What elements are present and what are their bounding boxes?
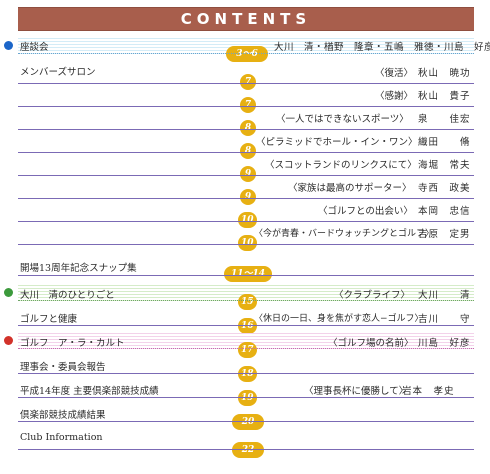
entry-title: 座談会: [20, 42, 49, 53]
entry-author: 寺西 政美: [418, 183, 471, 194]
list-item[interactable]: 倶楽部競技成績結果 20 21: [18, 404, 474, 443]
entry-title: 平成14年度 主要倶楽部競技成績: [20, 386, 159, 397]
list-item[interactable]: ゴルフと健康 16 〈休日の一日、身を焦がす恋人−ゴルフ〉 吉川 守: [18, 308, 474, 334]
divider: [18, 348, 474, 349]
page-number-badge: 7: [240, 97, 256, 113]
bullet-dot: [4, 288, 13, 297]
divider: [18, 198, 474, 199]
divider: [18, 373, 474, 374]
section-title: メンバーズサロン: [20, 67, 96, 78]
entry-title: ゴルフと健康: [20, 314, 78, 325]
entry-author: 海堀 常夫: [418, 160, 471, 171]
entry-title: 開場13周年記念スナップ集: [20, 263, 137, 274]
page-number-badge: 22 23: [232, 442, 264, 471]
bullet-dot: [4, 336, 13, 345]
list-item[interactable]: ゴルフ ア・ラ・カルト 17 〈ゴルフ場の名前〉 川島 好彦: [4, 333, 474, 358]
entry-topic: 〈休日の一日、身を焦がす恋人−ゴルフ〉: [254, 314, 424, 324]
page-number-badge: 9: [240, 166, 256, 182]
list-item[interactable]: 8 〈ピラミッドでホール・イン・ワン〉 織田 脩: [18, 131, 474, 159]
divider: [18, 83, 474, 84]
bullet-dot: [4, 41, 13, 50]
page-number-badge: 16: [238, 318, 257, 334]
divider: [18, 244, 474, 245]
divider: [18, 275, 474, 276]
entry-title: ゴルフ ア・ラ・カルト: [20, 338, 125, 349]
list-item: メンバーズサロン: [18, 62, 474, 78]
divider: [18, 175, 474, 176]
entry-title: 倶楽部競技成績結果: [20, 410, 106, 421]
entry-topic: 〈ピラミッドでホール・イン・ワン〉: [256, 137, 418, 148]
page-number-badge: 8: [240, 143, 256, 159]
list-item[interactable]: 8 〈一人ではできないスポーツ〉 泉 佳宏: [18, 108, 474, 136]
divider: [18, 449, 474, 450]
entry-topic: 〈理事長杯に優勝して〉: [304, 386, 409, 397]
divider: [18, 397, 474, 398]
page-number-badge: 7: [240, 74, 256, 90]
page-number-badge: 9: [240, 189, 256, 205]
list-item[interactable]: 大川 清のひとりごと 15 〈クラブライフ〉 大川 清: [4, 285, 474, 310]
list-item[interactable]: 理事会・委員会報告 18: [18, 356, 474, 382]
entry-author: 吉原 定男: [418, 229, 471, 240]
entry-topic: 〈今が青春・バードウォッチングとゴルフ〉: [254, 229, 435, 239]
list-item[interactable]: 座談会 3〜6 大川 清・楢野 隆章・五嶋 雅徳・川島 好彦: [4, 37, 490, 62]
page-number-badge: 3〜6: [226, 46, 268, 62]
list-item[interactable]: 7 〈感謝〉 秋山 貴子: [18, 85, 474, 113]
entry-topic: 〈スコットランドのリンクスにて〉: [265, 160, 417, 171]
list-item[interactable]: 10 〈ゴルフとの出会い〉 本岡 忠信: [18, 200, 474, 228]
entry-author: 岩本 孝史: [402, 386, 455, 397]
page-title: CONTENTS: [180, 10, 312, 28]
list-item[interactable]: 9 〈スコットランドのリンクスにて〉 海堀 常夫: [18, 154, 474, 182]
entry-title: Club Information: [20, 432, 103, 443]
entry-author: 本岡 忠信: [418, 206, 471, 217]
entry-topic: 〈ゴルフ場の名前〉: [328, 338, 414, 349]
entry-author: 川島 好彦: [418, 338, 471, 349]
list-item[interactable]: 開場13周年記念スナップ集 11〜14: [18, 258, 474, 282]
page-number-badge: 11〜14: [224, 266, 272, 282]
page-number-badge: 8: [240, 120, 256, 136]
page-number-badge: 10: [238, 212, 257, 228]
divider: [18, 106, 474, 107]
entry-title: 理事会・委員会報告: [20, 362, 106, 373]
entry-title: 大川 清のひとりごと: [20, 290, 115, 301]
entry-author: 織田 脩: [418, 137, 471, 148]
page-number-badge: 17: [238, 342, 257, 358]
entry-topic: 〈クラブライフ〉: [334, 290, 411, 301]
divider: [18, 221, 474, 222]
entry-authors: 大川 清・楢野 隆章・五嶋 雅徳・川島 好彦: [274, 42, 490, 53]
page-number-badge: 15: [238, 294, 257, 310]
contents-header: CONTENTS: [18, 7, 474, 31]
entry-author: 吉川 守: [418, 314, 471, 325]
entry-author: 泉 佳宏: [418, 114, 471, 125]
list-item[interactable]: Club Information 22 23: [18, 428, 474, 471]
page-number-badge: 20 21: [232, 414, 264, 443]
divider: [18, 300, 474, 301]
divider: [18, 325, 474, 326]
list-item[interactable]: 9 〈家族は最高のサポーター〉 寺西 政美: [18, 177, 474, 205]
divider: [18, 53, 474, 54]
list-item[interactable]: 平成14年度 主要倶楽部競技成績 19 〈理事長杯に優勝して〉 岩本 孝史: [18, 380, 474, 406]
entry-topic: 〈ゴルフとの出会い〉: [318, 206, 413, 217]
entry-topic: 〈復活〉: [375, 68, 414, 79]
entry-author: 秋山 貴子: [418, 91, 471, 102]
entry-topic: 〈感謝〉: [375, 91, 414, 102]
entry-topic: 〈家族は最高のサポーター〉: [288, 183, 412, 194]
list-item[interactable]: 10 〈今が青春・バードウォッチングとゴルフ〉 吉原 定男: [18, 223, 474, 251]
divider: [18, 129, 474, 130]
page-number-badge: 10: [238, 235, 257, 251]
divider: [18, 152, 474, 153]
page-number-badge: 19: [238, 390, 257, 406]
divider: [18, 421, 474, 422]
entry-author: 大川 清: [418, 290, 471, 301]
entry-topic: 〈一人ではできないスポーツ〉: [276, 114, 409, 125]
list-item[interactable]: 7 〈復活〉 秋山 暁功: [18, 62, 474, 90]
page-number-badge: 18: [238, 366, 257, 382]
entry-author: 秋山 暁功: [418, 68, 471, 79]
